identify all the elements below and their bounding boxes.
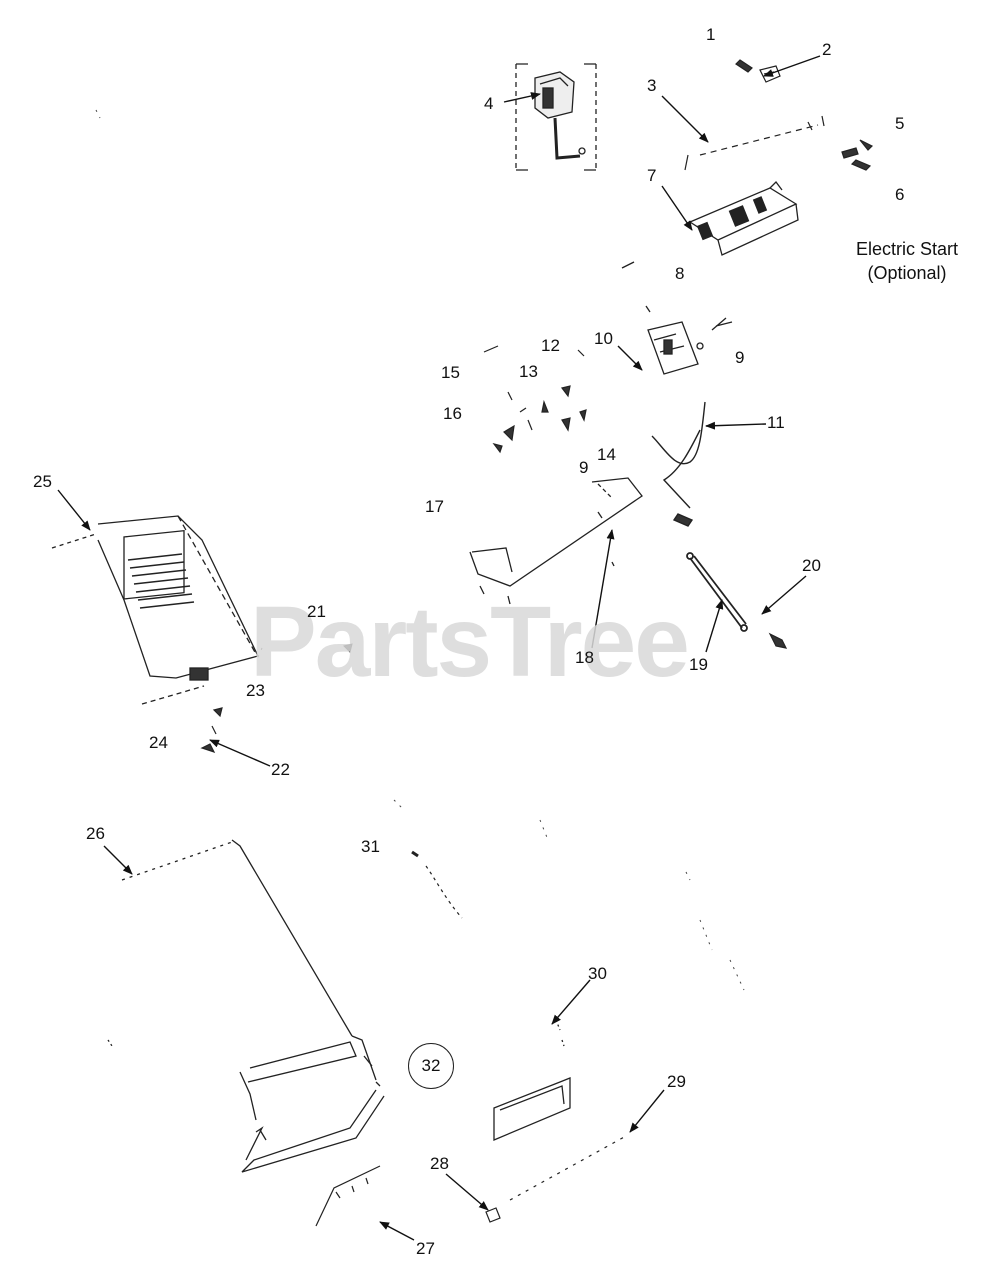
leader-19 xyxy=(705,599,724,653)
leader-2 xyxy=(763,55,821,77)
throttle-cable-part-11 xyxy=(651,401,706,527)
electric-start-caption: Electric Start (Optional) xyxy=(856,237,958,286)
callout-28: 28 xyxy=(430,1154,449,1173)
leader-11 xyxy=(705,421,767,430)
callout-8: 8 xyxy=(675,264,685,283)
fasteners-parts-22-24 xyxy=(200,707,223,754)
cable-part-31 xyxy=(411,850,463,919)
callout-18: 18 xyxy=(575,648,594,667)
nut-part-6 xyxy=(850,159,872,171)
guide-marks xyxy=(95,109,745,991)
callout-21: 21 xyxy=(307,602,326,621)
leader-20 xyxy=(761,575,807,615)
leader-7 xyxy=(661,185,693,231)
electric-start-line2: (Optional) xyxy=(867,263,947,284)
leader-30 xyxy=(551,979,591,1025)
leader-lines xyxy=(57,55,821,1241)
callout-19: 19 xyxy=(689,655,708,674)
callout-17: 17 xyxy=(425,497,444,516)
callout-6: 6 xyxy=(895,185,905,204)
leader-4 xyxy=(503,92,541,103)
callout-12: 12 xyxy=(541,336,560,355)
callout-9-upper: 9 xyxy=(735,348,745,367)
callout-2: 2 xyxy=(822,40,832,59)
callout-27: 27 xyxy=(416,1239,435,1258)
callout-31: 31 xyxy=(361,837,380,856)
callout-10: 10 xyxy=(594,329,613,348)
leader-22 xyxy=(209,739,271,767)
leader-10 xyxy=(617,345,643,371)
starter-assembly-part-4 xyxy=(515,63,597,171)
rod-part-29 xyxy=(509,1135,627,1201)
callout-29: 29 xyxy=(667,1072,686,1091)
callout-1: 1 xyxy=(706,25,716,44)
callout-7: 7 xyxy=(647,166,657,185)
leader-29 xyxy=(629,1089,665,1133)
leader-3 xyxy=(661,95,709,143)
leader-27 xyxy=(379,1221,415,1241)
callout-32-circled: 32 xyxy=(408,1043,454,1089)
callout-14: 14 xyxy=(597,445,616,464)
leader-26 xyxy=(103,845,133,875)
handle-panel-part-18 xyxy=(469,477,643,605)
leader-18 xyxy=(591,529,615,649)
callout-5: 5 xyxy=(895,114,905,133)
callout-16: 16 xyxy=(443,404,462,423)
rail-part-3 xyxy=(684,115,825,171)
callout-26: 26 xyxy=(86,824,105,843)
rod-part-19 xyxy=(686,552,748,632)
callout-32: 32 xyxy=(421,1056,441,1075)
bolt-part-1 xyxy=(735,59,753,73)
callout-23: 23 xyxy=(246,681,265,700)
callout-25: 25 xyxy=(33,472,52,491)
grass-bag-frame-part-26 xyxy=(107,839,385,1173)
callout-20: 20 xyxy=(802,556,821,575)
callout-30: 30 xyxy=(588,964,607,983)
connector-part-20 xyxy=(768,632,788,649)
electric-start-line1: Electric Start xyxy=(856,239,959,259)
pin-part-8 xyxy=(621,261,635,269)
control-bracket-part-10 xyxy=(645,305,733,375)
pin-part-28 xyxy=(485,1207,501,1223)
screw-part-5 xyxy=(841,139,874,159)
callout-11: 11 xyxy=(767,413,785,432)
leader-28 xyxy=(445,1173,489,1211)
callout-4: 4 xyxy=(484,94,494,113)
callout-22: 22 xyxy=(271,760,290,779)
callout-13: 13 xyxy=(519,362,538,381)
engine-cover-part-25 xyxy=(51,515,259,705)
callout-24: 24 xyxy=(149,733,168,752)
callout-9-lower: 9 xyxy=(579,458,589,477)
fasteners-parts-12-16 xyxy=(483,345,587,454)
callout-3: 3 xyxy=(647,76,657,95)
pin-part-21 xyxy=(343,643,353,653)
bracket-part-30 xyxy=(493,1019,571,1141)
deflector-part-27 xyxy=(315,1165,381,1227)
battery-part-7 xyxy=(688,181,799,256)
leader-25 xyxy=(57,489,91,531)
callout-15: 15 xyxy=(441,363,460,382)
